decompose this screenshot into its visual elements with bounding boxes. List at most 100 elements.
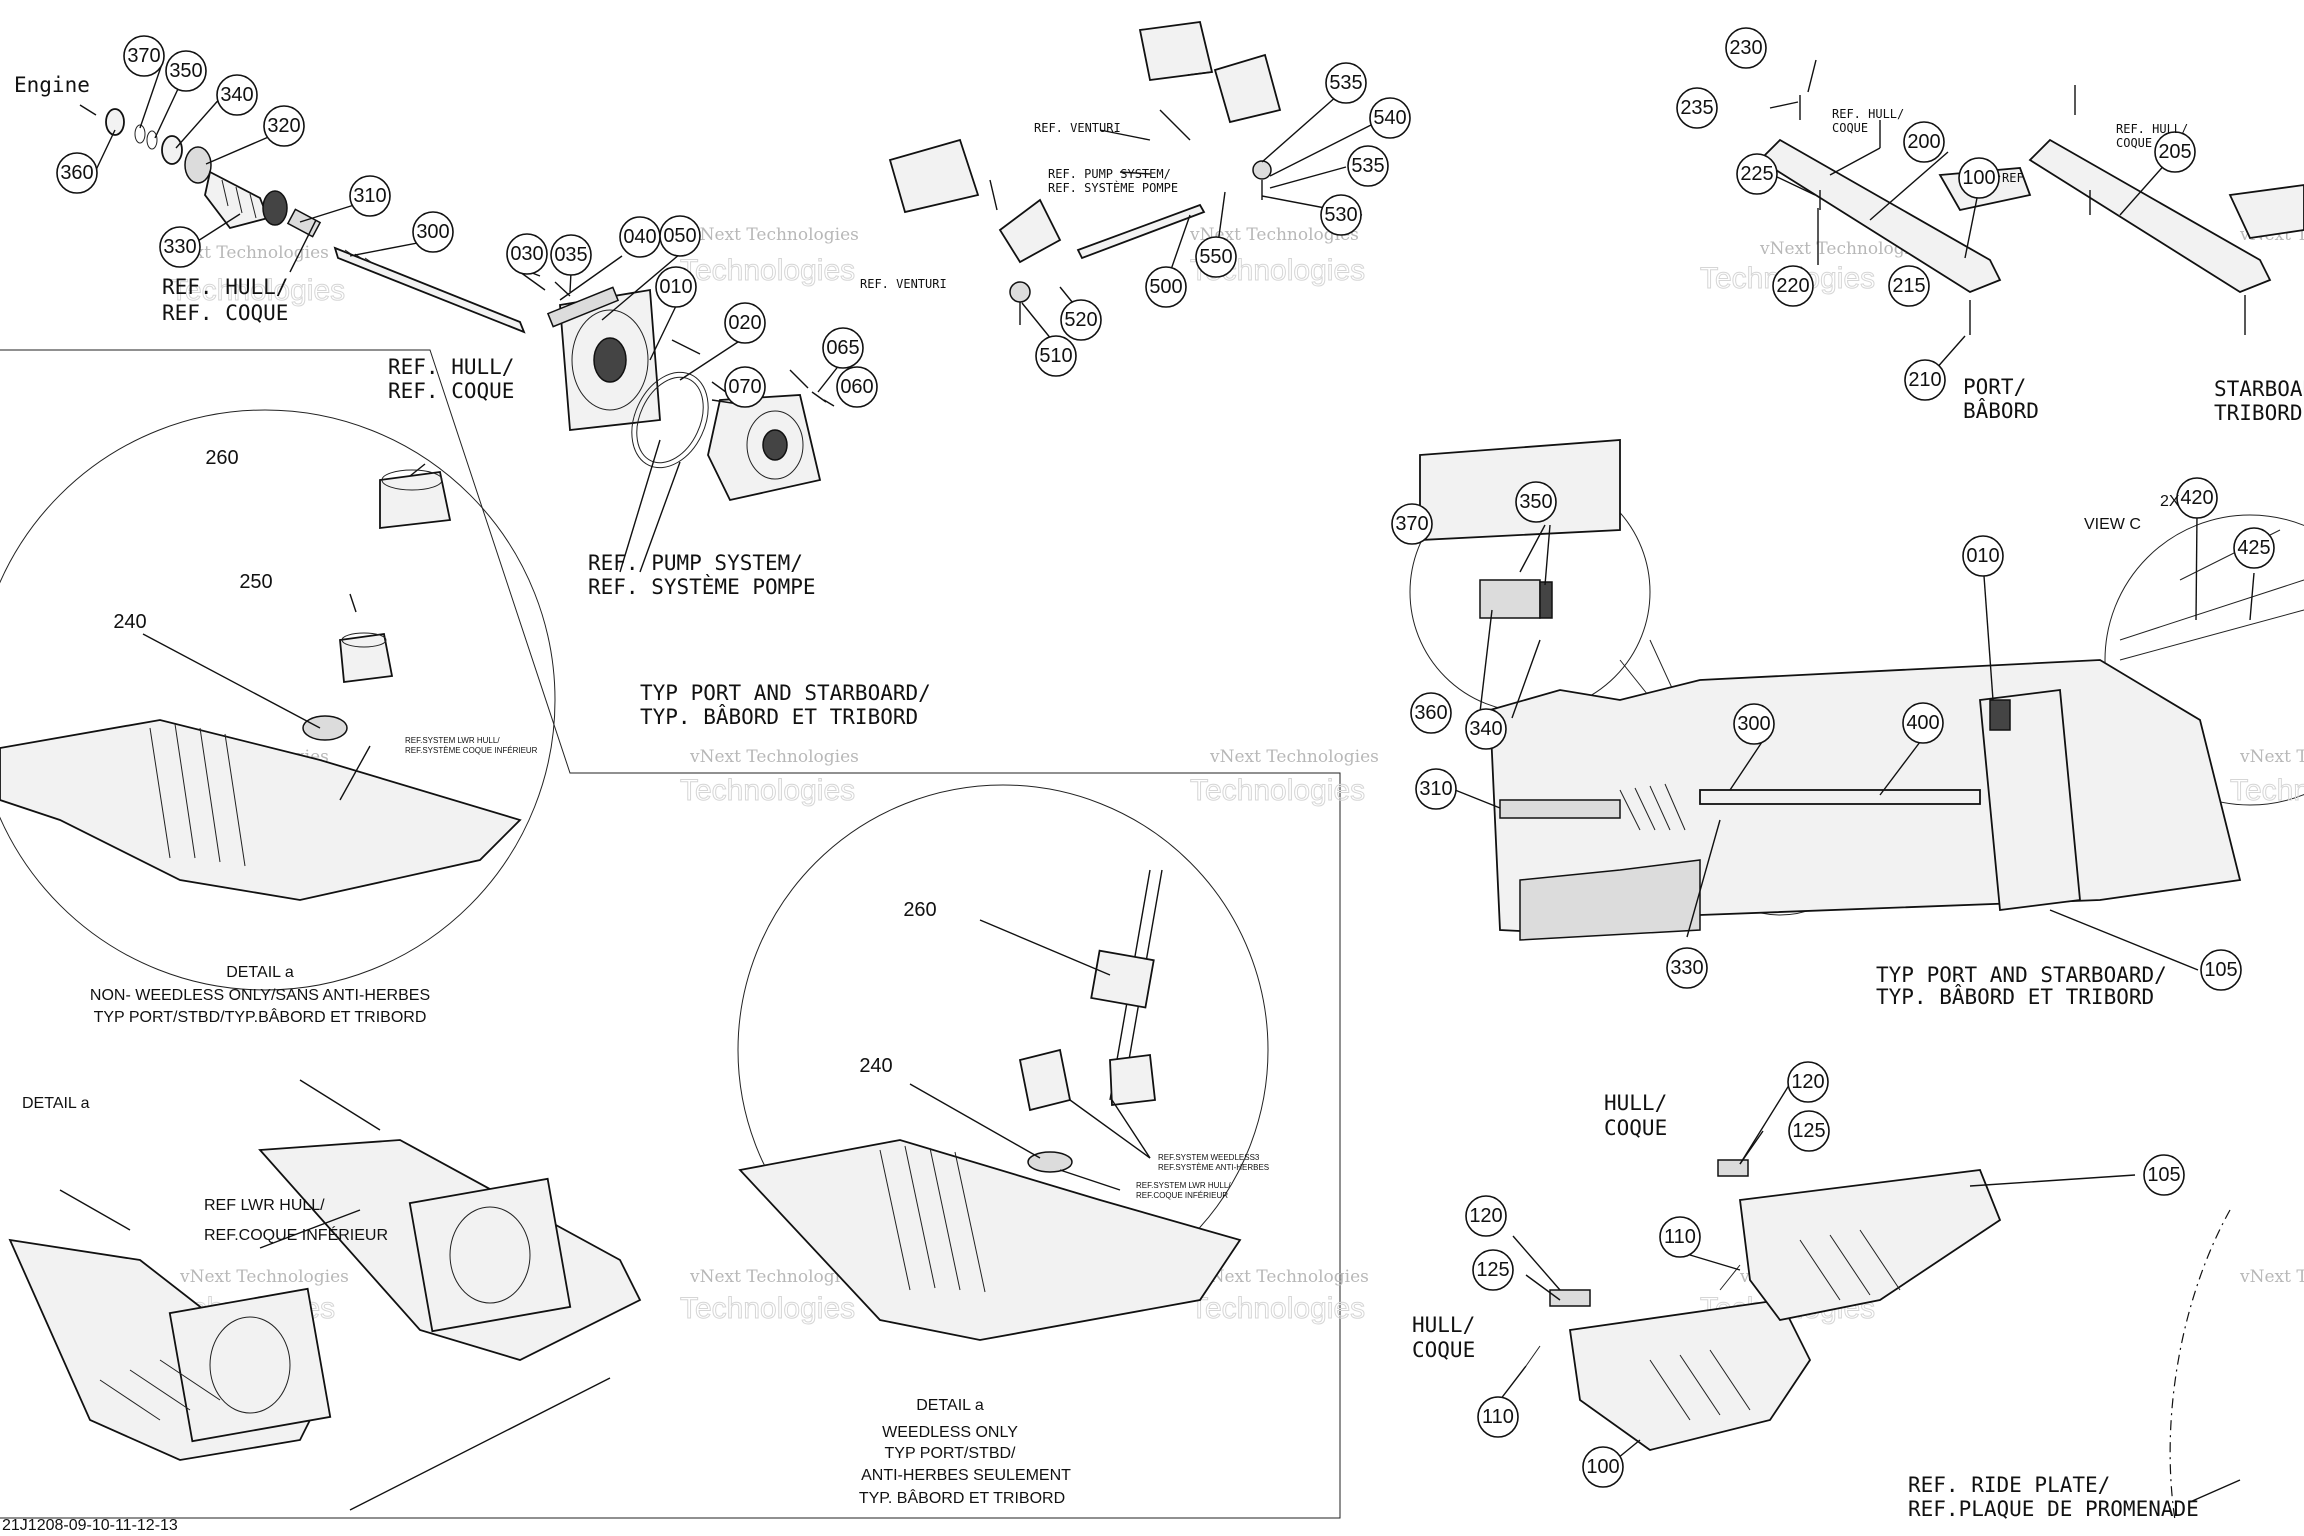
weedless-sys-4: REF.COQUE INFÉRIEUR — [1136, 1191, 1228, 1200]
svg-text:205: 205 — [2158, 141, 2191, 163]
svg-text:vNext Technologies: vNext Technologies — [689, 1267, 859, 1287]
detail-a-bottom-line3: TYP PORT/STBD/ — [885, 1445, 1017, 1462]
ref-hull-2: REF. HULL/ — [388, 355, 514, 379]
callout-215: 215 — [1888, 265, 1930, 307]
svg-text:020: 020 — [728, 312, 761, 334]
callout-065: 065 — [822, 327, 864, 369]
callout-370: 370 — [123, 35, 165, 77]
svg-text:330: 330 — [1670, 957, 1703, 979]
ref-coque-small-1: COQUE — [1832, 121, 1868, 135]
svg-text:550: 550 — [1199, 246, 1232, 268]
callout-330-2: 330 — [1666, 947, 1708, 989]
assembled-section-view — [1419, 439, 2304, 941]
ref-coque-small-2: COQUE — [2116, 136, 2152, 150]
detail-a-bottom-line4: ANTI-HERBES SEULEMENT — [861, 1467, 1071, 1484]
ref-plaque-promenade: REF.PLAQUE DE PROMENADE — [1908, 1497, 2199, 1521]
svg-text:035: 035 — [554, 244, 587, 266]
callout-020: 020 — [724, 302, 766, 344]
callout-535-2: 535 — [1347, 145, 1389, 187]
svg-text:510: 510 — [1039, 345, 1072, 367]
callout-125-2: 125 — [1472, 1249, 1514, 1291]
svg-text:Technologies: Technologies — [680, 774, 855, 807]
sys-coque-inferieur: REF.SYSTÈME COQUE INFÉRIEUR — [405, 746, 538, 755]
engine-label: Engine — [14, 73, 90, 97]
typ-babord-tribord-2: TYP. BÂBORD ET TRIBORD — [1876, 984, 2154, 1009]
detail-a-top-circle — [0, 409, 556, 991]
drive-shaft-exploded — [79, 104, 526, 334]
weedless-sys-2: REF.SYSTÈME ANTI-HERBES — [1158, 1163, 1269, 1172]
callout-360: 360 — [56, 152, 98, 194]
ref-pump-system: REF. PUMP SYSTEM/ — [588, 551, 803, 575]
detail-a-bottom-parts — [738, 869, 1242, 1341]
callout-500: 500 — [1145, 266, 1187, 308]
svg-text:530: 530 — [1324, 204, 1357, 226]
detail-a-top-parts — [0, 469, 522, 901]
callout-360-2: 360 — [1410, 692, 1452, 734]
svg-text:540: 540 — [1373, 107, 1406, 129]
ref-systeme-pompe-small: REF. SYSTÈME POMPE — [1048, 180, 1178, 195]
callout-210: 210 — [1904, 359, 1946, 401]
svg-text:vNext Technologies: vNext Technologies — [179, 1267, 349, 1287]
view-c-label: VIEW C — [2084, 516, 2141, 533]
callout-530: 530 — [1320, 194, 1362, 236]
svg-text:vNext Technologies: vNext Technologies — [1759, 239, 1929, 259]
svg-text:235: 235 — [1680, 97, 1713, 119]
ref-venturi-2: REF. VENTURI — [1034, 121, 1121, 135]
svg-text:400: 400 — [1906, 712, 1939, 734]
callout-120-2: 120 — [1465, 1195, 1507, 1237]
svg-text:125: 125 — [1792, 1120, 1825, 1142]
callouts: 370 350 340 360 320 310 300 330 030 035 … — [56, 27, 2275, 1488]
ref-ride-plate: REF. RIDE PLATE/ — [1908, 1473, 2110, 1497]
hull-label-3: HULL/ — [1604, 1091, 1667, 1115]
label-250: 250 — [239, 571, 272, 593]
svg-text:Technologies: Technologies — [2230, 774, 2304, 807]
callout-540: 540 — [1369, 97, 1411, 139]
ref-coque-inferieur: REF.COQUE INFÉRIEUR — [204, 1225, 388, 1244]
svg-text:300: 300 — [416, 221, 449, 243]
ref-lwr-hull: REF LWR HULL/ — [204, 1197, 325, 1214]
callout-040: 040 — [619, 216, 661, 258]
svg-text:370: 370 — [127, 45, 160, 67]
starboard-label: STARBOARD/ — [2214, 377, 2304, 401]
svg-text:330: 330 — [163, 236, 196, 258]
callout-110: 110 — [1659, 1216, 1701, 1258]
callout-520: 520 — [1060, 299, 1102, 341]
callout-030: 030 — [506, 233, 548, 275]
svg-text:Technologies: Technologies — [680, 254, 855, 287]
callout-400: 400 — [1902, 702, 1944, 744]
svg-text:425: 425 — [2237, 537, 2270, 559]
svg-text:350: 350 — [1519, 491, 1552, 513]
callout-105: 105 — [2200, 949, 2242, 991]
detail-a-top-line3: TYP PORT/STBD/TYP.BÂBORD ET TRIBORD — [94, 1007, 427, 1026]
callout-050: 050 — [659, 215, 701, 257]
callout-035: 035 — [550, 234, 592, 276]
callout-535: 535 — [1325, 62, 1367, 104]
callout-425: 425 — [2233, 527, 2275, 569]
svg-text:Technologies: Technologies — [1190, 1292, 1365, 1325]
label-240: 240 — [113, 611, 146, 633]
callout-230: 230 — [1725, 27, 1767, 69]
svg-text:105: 105 — [2147, 1164, 2180, 1186]
callout-225: 225 — [1736, 153, 1778, 195]
callout-300: 300 — [412, 211, 454, 253]
detail-a-bottom-line2: WEEDLESS ONLY — [882, 1424, 1018, 1441]
ref-venturi-1: REF. VENTURI — [860, 277, 947, 291]
svg-text:vNext Technologies: vNext Technologies — [1209, 747, 1379, 767]
svg-text:215: 215 — [1892, 275, 1925, 297]
svg-text:420: 420 — [2180, 487, 2213, 509]
callout-200: 200 — [1903, 121, 1945, 163]
svg-text:105: 105 — [2204, 959, 2237, 981]
svg-text:060: 060 — [840, 376, 873, 398]
svg-text:340: 340 — [220, 84, 253, 106]
tribord-label: TRIBORD — [2214, 401, 2303, 425]
svg-text:Technologies: Technologies — [1190, 774, 1365, 807]
port-label: PORT/ — [1963, 375, 2026, 399]
svg-text:070: 070 — [728, 376, 761, 398]
weedless-sys-1: REF.SYSTEM WEEDLESS3 — [1158, 1153, 1260, 1162]
ref-100-label: REF — [2002, 171, 2024, 185]
coque-label-3: COQUE — [1604, 1116, 1667, 1140]
svg-text:225: 225 — [1740, 163, 1773, 185]
svg-text:030: 030 — [510, 243, 543, 265]
detail-a-bottom-title: DETAIL a — [916, 1397, 984, 1414]
svg-text:210: 210 — [1908, 369, 1941, 391]
